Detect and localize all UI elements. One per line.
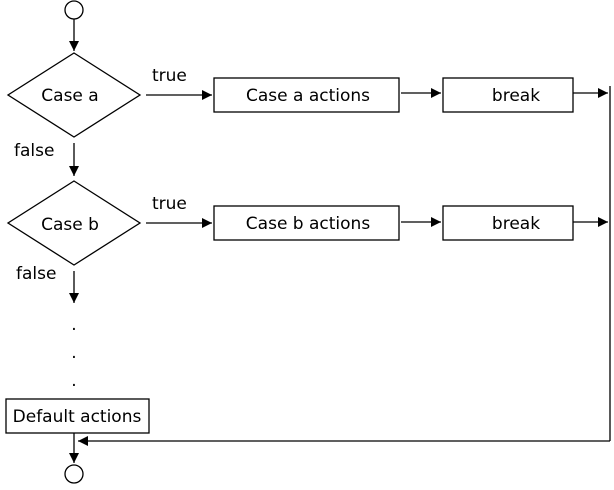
action-case-a-label: Case a actions xyxy=(246,86,370,106)
action-box-case-a xyxy=(213,77,400,113)
default-actions-box xyxy=(5,398,150,434)
decision-case-a xyxy=(6,52,142,138)
ellipsis-dot-3: . xyxy=(71,371,76,391)
ellipsis-dot-1: . xyxy=(71,315,76,335)
break-box-b xyxy=(442,205,574,241)
break-a-label: break xyxy=(492,86,540,106)
true-label-b: true xyxy=(152,194,187,214)
action-case-b-label: Case b actions xyxy=(246,214,371,234)
ellipsis-dot-2: . xyxy=(71,343,76,363)
action-box-case-b xyxy=(213,205,400,241)
default-actions-label: Default actions xyxy=(13,407,142,427)
true-label-a: true xyxy=(152,66,187,86)
break-box-a xyxy=(442,77,574,113)
decision-case-b-label: Case b xyxy=(41,215,99,235)
start-node xyxy=(64,0,84,20)
false-label-b: false xyxy=(16,264,56,284)
break-b-label: break xyxy=(492,214,540,234)
false-label-a: false xyxy=(14,141,54,161)
decision-case-b xyxy=(6,180,142,266)
decision-case-a-label: Case a xyxy=(41,86,98,106)
end-node xyxy=(64,464,84,484)
